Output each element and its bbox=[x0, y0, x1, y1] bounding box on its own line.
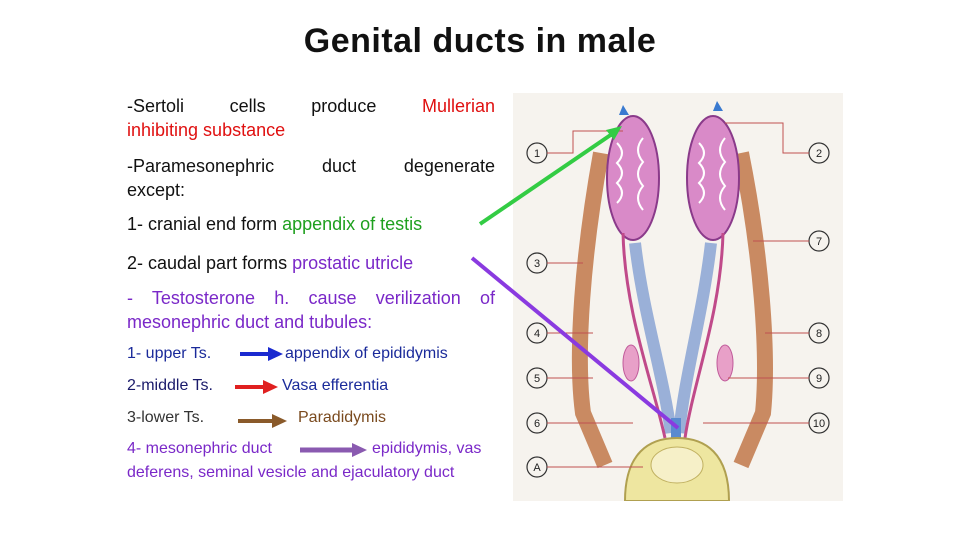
purple-pointer-line bbox=[470, 256, 680, 430]
testosterone-line1: - Testosterone h. cause verilization of bbox=[127, 288, 495, 308]
fig-label-right-3: 8 bbox=[816, 328, 822, 340]
male-genital-duct-diagram: 1 3 4 5 6 A 2 7 8 9 10 bbox=[526, 101, 830, 502]
para-word-3: degenerate bbox=[403, 156, 495, 176]
red-arrow-icon bbox=[235, 380, 278, 394]
paramesonephric-paragraph: -Paramesonephric duct degenerate except: bbox=[127, 154, 495, 202]
item-1-prefix: 1- cranial end form bbox=[127, 214, 283, 234]
para-word-2: duct bbox=[321, 156, 356, 176]
fig-label-left-3: 4 bbox=[534, 328, 540, 340]
tubule-row-3-result: Paradidymis bbox=[298, 409, 387, 426]
fig-label-right-5: 10 bbox=[813, 418, 825, 430]
purple-arrow-icon bbox=[300, 443, 367, 457]
para-line2: except: bbox=[127, 180, 186, 200]
sertoli-mullerian: Mullerian bbox=[421, 96, 495, 116]
sertoli-word-2: cells bbox=[229, 96, 266, 116]
fig-label-left-4: 5 bbox=[534, 373, 540, 385]
tubule-row-3-label: 3-lower Ts. bbox=[127, 409, 205, 426]
left-vas-deferens bbox=[571, 151, 613, 469]
item-2-highlight: prostatic utricle bbox=[292, 253, 414, 273]
fig-label-right-2: 7 bbox=[816, 236, 822, 248]
green-pointer-line bbox=[478, 130, 617, 226]
slide-title: Genital ducts in male bbox=[303, 22, 657, 60]
right-testis bbox=[686, 115, 740, 241]
right-vas-deferens bbox=[733, 151, 773, 469]
fig-label-left-6: A bbox=[533, 462, 541, 474]
green-pointer-arrowhead bbox=[606, 126, 622, 140]
anatomy-figure: 1 3 4 5 6 A 2 7 8 9 10 bbox=[513, 93, 843, 502]
item-4-result1: epididymis, vas bbox=[372, 440, 482, 457]
sertoli-paragraph: -Sertoli cells produce Mullerian inhibit… bbox=[127, 94, 495, 142]
item-1-highlight: appendix of testis bbox=[282, 214, 423, 234]
sertoli-word-1: -Sertoli bbox=[127, 96, 185, 116]
fig-label-left-1: 1 bbox=[534, 148, 540, 160]
fig-label-left-5: 6 bbox=[534, 418, 540, 430]
sertoli-word-3: produce bbox=[311, 96, 377, 116]
fig-label-left-2: 3 bbox=[534, 258, 540, 270]
item-2-prefix: 2- caudal part forms bbox=[127, 253, 293, 273]
tubule-row-2-label: 2-middle Ts. bbox=[127, 377, 213, 394]
fig-label-right-1: 2 bbox=[816, 148, 822, 160]
brown-arrow-icon bbox=[238, 414, 287, 428]
tubule-row-1-label: 1- upper Ts. bbox=[127, 345, 212, 362]
sertoli-line2: inhibiting substance bbox=[127, 120, 286, 140]
item-2: 2- caudal part forms prostatic utricle bbox=[127, 251, 495, 275]
item-4-result2: deferens, seminal vesicle and ejaculator… bbox=[127, 464, 455, 481]
testosterone-paragraph: - Testosterone h. cause verilization of … bbox=[127, 286, 495, 334]
item-1: 1- cranial end form appendix of testis bbox=[127, 212, 495, 236]
para-word-1: -Paramesonephric bbox=[127, 156, 275, 176]
item-4-prefix: 4- mesonephric duct bbox=[127, 440, 272, 457]
tubule-row-2-result: Vasa efferentia bbox=[282, 377, 389, 394]
blue-arrow-icon bbox=[240, 347, 283, 361]
tubule-row-1-result: appendix of epididymis bbox=[285, 345, 448, 362]
fig-label-right-4: 9 bbox=[816, 373, 822, 385]
testosterone-line2: mesonephric duct and tubules: bbox=[127, 312, 373, 332]
